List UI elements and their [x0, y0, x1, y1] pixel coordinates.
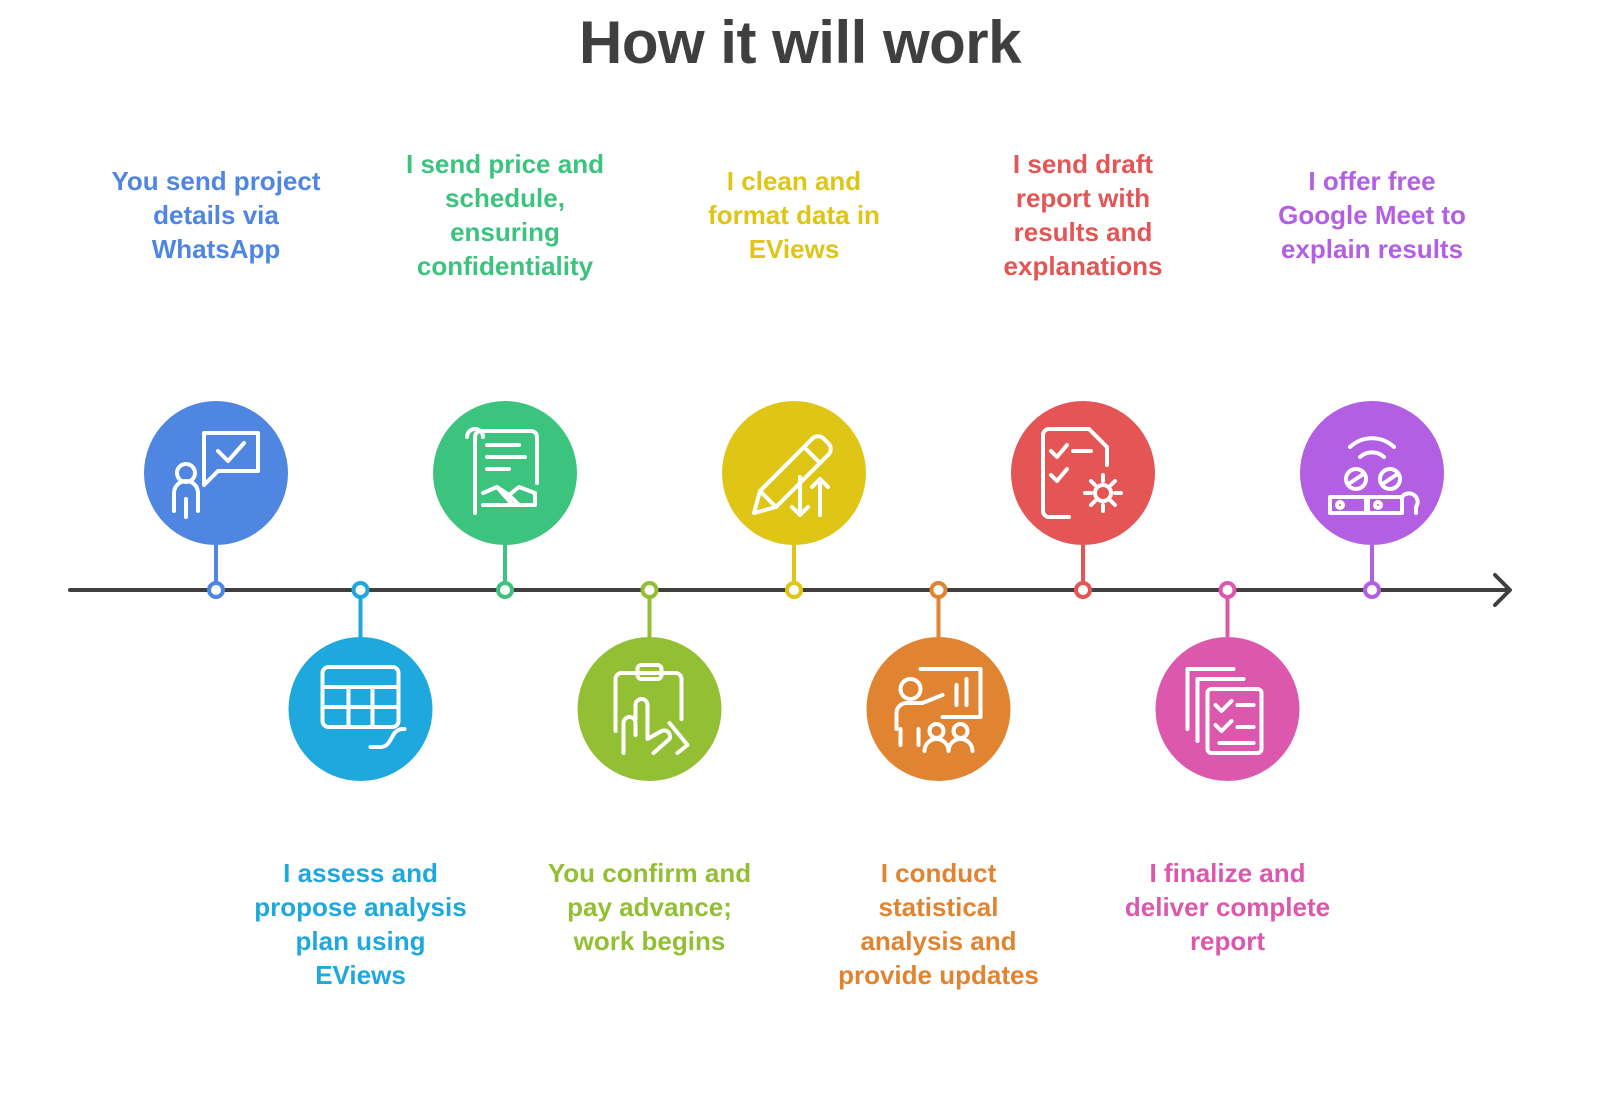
step-label: I finalize and deliver complete report: [1124, 858, 1331, 956]
documents-checklist-icon: [1185, 667, 1264, 755]
step-circle: [722, 401, 866, 545]
user-chat-check-icon: [172, 431, 260, 519]
step-3: [433, 401, 577, 545]
step-label: I conduct statistical analysis and provi…: [838, 858, 1039, 990]
step-9: [1300, 401, 1444, 545]
video-meeting-icon: [1328, 436, 1420, 515]
step-5: [722, 401, 866, 545]
timeline-node: [1074, 581, 1092, 599]
step-6: [866, 637, 1011, 781]
timeline-node: [496, 581, 514, 599]
step-circle: [866, 637, 1011, 781]
step-4: [577, 637, 722, 781]
step-label: I send price and schedule, ensuring conf…: [406, 149, 604, 281]
timeline-arrowhead: [1493, 573, 1512, 607]
step-circle: [1300, 401, 1444, 545]
step-label: I assess and propose analysis plan using…: [254, 858, 467, 990]
step-label: I send draft report with results and exp…: [1003, 149, 1163, 281]
checklist-gear-icon: [1041, 427, 1123, 519]
step-circle: [1155, 637, 1300, 781]
step-8: [1155, 637, 1300, 781]
step-2: [288, 637, 433, 781]
spreadsheet-chart-icon: [320, 665, 407, 749]
timeline-node: [785, 581, 803, 599]
step-circle: [1011, 401, 1155, 545]
timeline-node: [1218, 581, 1237, 599]
timeline-node: [351, 581, 370, 599]
pencil-sort-icon: [752, 434, 833, 517]
step-label: I offer free Google Meet to explain resu…: [1278, 166, 1466, 264]
step-label: You confirm and pay advance; work begins: [547, 858, 752, 956]
step-circle: [433, 401, 577, 545]
timeline-node: [640, 581, 659, 599]
timeline-node: [1363, 581, 1381, 599]
page-title: How it will work: [578, 9, 1022, 76]
timeline-node: [207, 581, 225, 599]
step-1: [144, 401, 288, 545]
step-7: [1011, 401, 1155, 545]
step-label: You send project details via WhatsApp: [111, 166, 321, 264]
step-label: I clean and format data in EViews: [708, 166, 880, 264]
clipboard-hand-icon: [613, 663, 690, 755]
contract-handshake-icon: [465, 427, 539, 515]
timeline-node: [929, 581, 948, 599]
presentation-chart-icon: [894, 667, 983, 753]
